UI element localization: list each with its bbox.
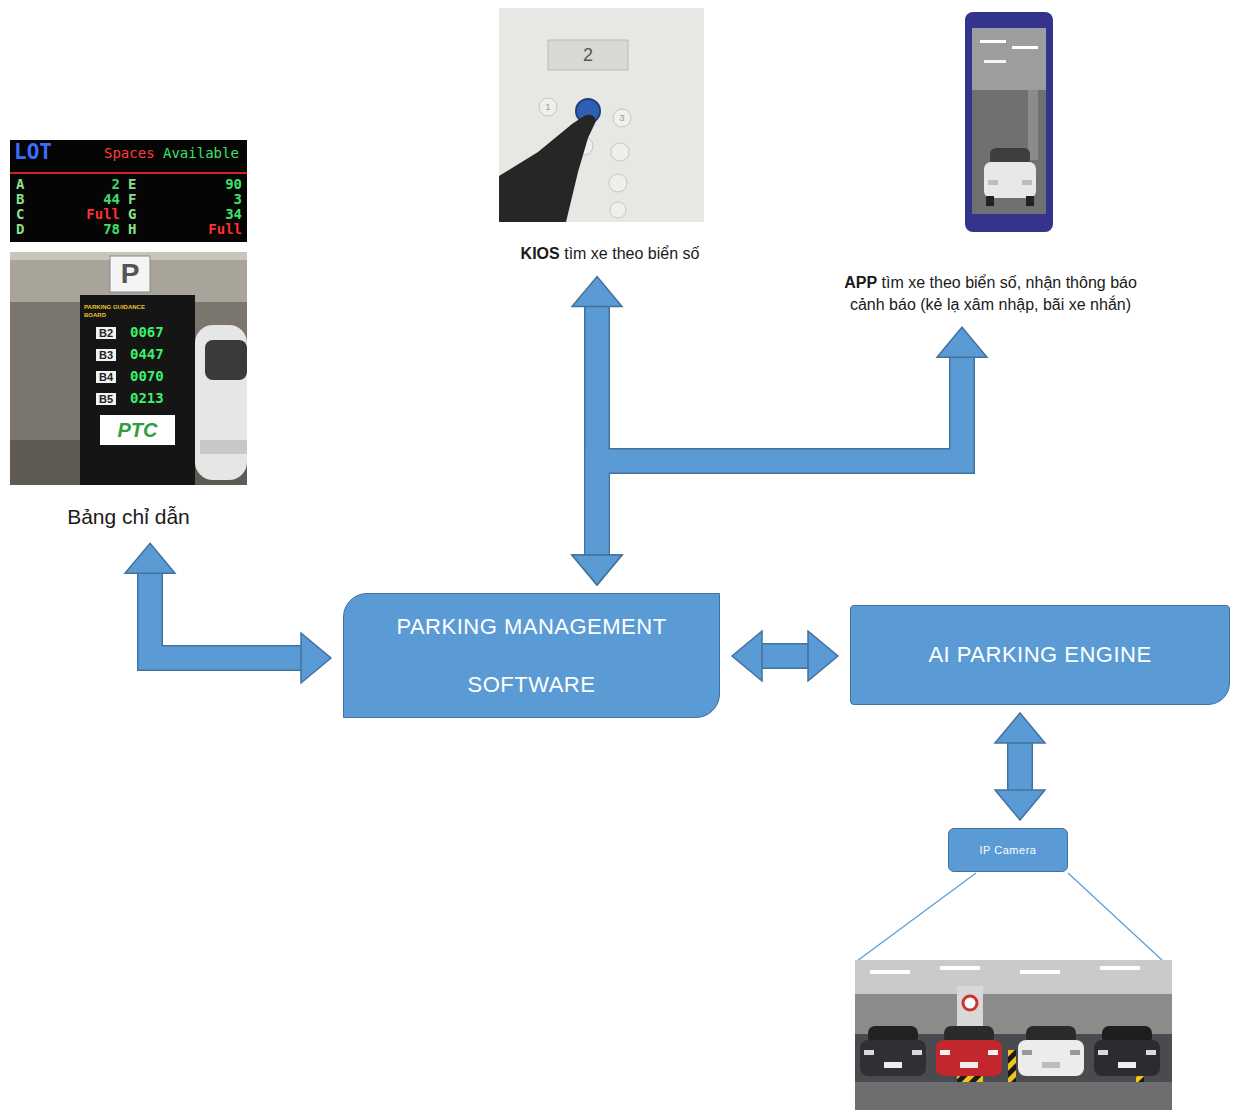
led-sign [10, 140, 247, 242]
block-arrow [572, 555, 622, 585]
camera-view-lines [857, 873, 1163, 961]
led-sign-text: Spaces [104, 146, 155, 161]
image-caption: KIOStìm xe theo biển số [460, 243, 760, 265]
floor-tag: B3 [96, 349, 116, 361]
block-arrow [732, 631, 762, 681]
block-arrow [597, 356, 962, 556]
block-arrow [597, 356, 962, 556]
caption-heading: APP [844, 274, 877, 291]
kiosk-photo [499, 8, 704, 222]
connector-group [150, 306, 1020, 791]
node-text: AI PARKING ENGINE [928, 626, 1151, 683]
parking-symbol: P [110, 256, 150, 292]
block-arrow [937, 327, 987, 357]
block-arrow [572, 555, 622, 585]
floor-tag: B4 [96, 371, 116, 383]
block-arrow [995, 790, 1045, 820]
image-caption: APPtìm xe theo biển số, nhận thông báo c… [838, 272, 1143, 315]
led-sign-text: D [16, 222, 24, 237]
led-sign-text: F [128, 192, 136, 207]
led-sign-text: Available [163, 146, 239, 161]
led-sign-text: 2 [70, 177, 120, 192]
free-count: 0213 [130, 391, 164, 406]
block-arrow [125, 543, 175, 573]
led-sign-text: 90 [192, 177, 242, 192]
free-count: 0447 [130, 347, 164, 362]
node-text: tìm xe theo biển số, nhận thông báo cảnh… [850, 274, 1137, 313]
led-sign-text: G [128, 207, 136, 222]
node-text: Bảng chỉ dẫn [67, 505, 190, 528]
led-sign-text: 78 [70, 222, 120, 237]
led-sign-text: 44 [70, 192, 120, 207]
block-arrow [761, 643, 809, 669]
led-sign-text: B [16, 192, 24, 207]
led-sign-text: LOT [14, 141, 52, 163]
process-box: PARKING MANAGEMENT SOFTWARE [343, 593, 720, 718]
led-sign-text: A [16, 177, 24, 192]
connector-group [125, 277, 1045, 820]
block-arrow [808, 631, 838, 681]
floor-tag: B5 [96, 393, 116, 405]
block-arrow [1009, 742, 1032, 791]
block-arrow [761, 645, 809, 668]
guidance-board-photo [10, 252, 247, 485]
board-title: PARKING GUIDANCE BOARD [84, 303, 156, 319]
phone-photo [965, 12, 1053, 232]
floor-tag: B2 [96, 327, 116, 339]
brand-logo: PTC [100, 418, 175, 442]
free-count: 0067 [130, 325, 164, 340]
block-arrow [150, 572, 302, 658]
device-box: IP Camera [948, 828, 1068, 872]
led-sign-text: 3 [192, 192, 242, 207]
block-arrow [572, 277, 622, 307]
garage-photo [855, 960, 1172, 1110]
led-sign-text: 34 [192, 207, 242, 222]
image-caption: Bảng chỉ dẫn [10, 503, 247, 531]
node-text: PARKING MANAGEMENT SOFTWARE [362, 598, 701, 712]
block-arrow [1007, 742, 1033, 791]
block-arrow [150, 572, 302, 658]
caption-heading: KIOS [521, 245, 560, 262]
keypad-digit: 3 [612, 112, 632, 124]
led-sign-text: Full [192, 222, 242, 237]
keypad-digit: 1 [538, 101, 558, 113]
node-text: tìm xe theo biển số [564, 245, 699, 262]
kiosk-display: 2 [548, 43, 628, 67]
led-sign-text: H [128, 222, 136, 237]
led-sign-text: Full [70, 207, 120, 222]
connector-group [150, 306, 1020, 791]
block-arrow [995, 713, 1045, 743]
led-sign-text: C [16, 207, 24, 222]
block-arrow [301, 633, 331, 683]
process-box: AI PARKING ENGINE [850, 605, 1230, 705]
free-count: 0070 [130, 369, 164, 384]
led-sign-text: E [128, 177, 136, 192]
node-text: IP Camera [980, 836, 1037, 865]
